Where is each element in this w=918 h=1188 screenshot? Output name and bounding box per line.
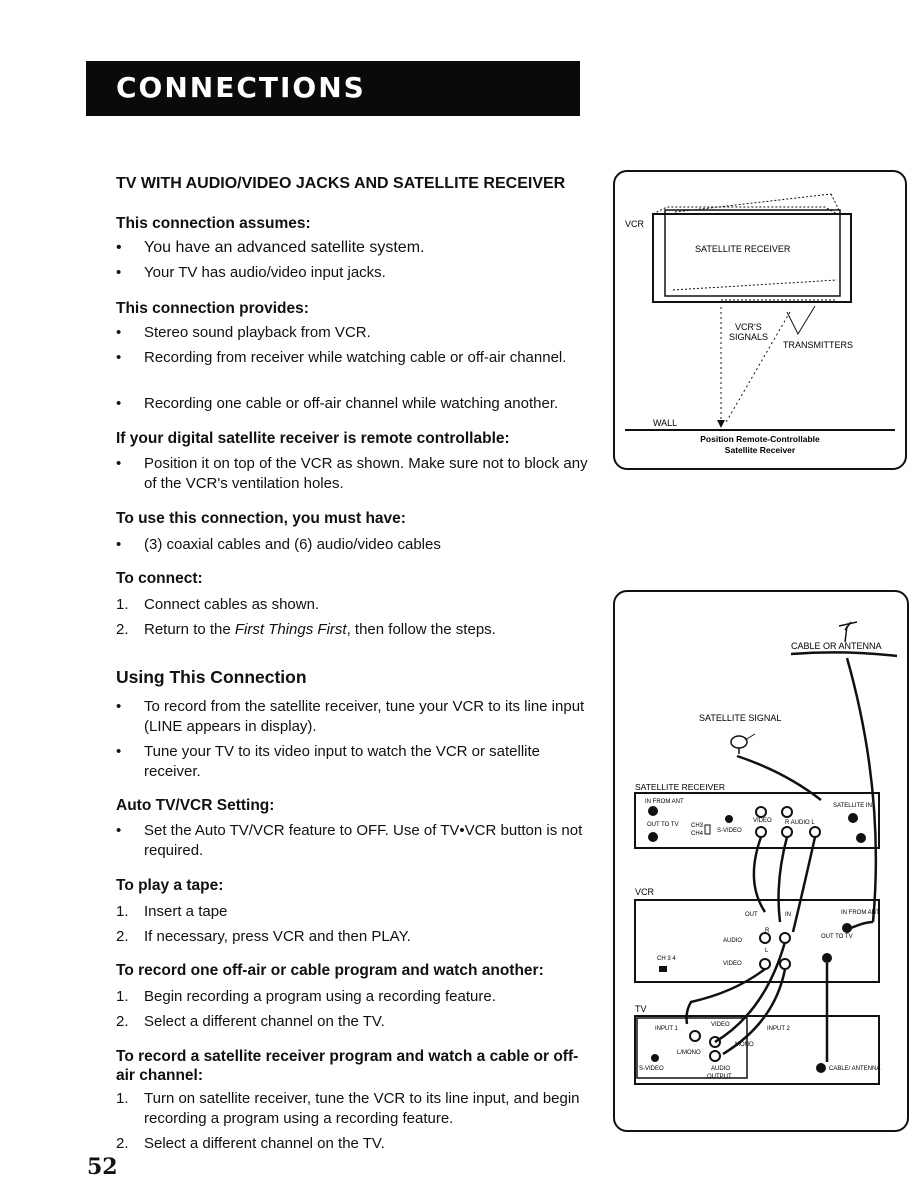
vcr-label: VCR	[625, 219, 645, 229]
svg-text:OUT: OUT	[745, 912, 758, 918]
svg-text:Position Remote-Controllable: Position Remote-Controllable	[700, 434, 820, 444]
using-heading: Using This Connection	[116, 667, 307, 687]
tv-label: TV	[635, 1004, 647, 1014]
svg-text:R: R	[765, 928, 770, 934]
svg-text:IN FROM ANT: IN FROM ANT	[645, 799, 684, 805]
connection-diagram: CABLE OR ANTENNA SATELLITE SIGNAL SATELL…	[613, 590, 909, 1132]
svg-text:SATELLITE IN: SATELLITE IN	[833, 803, 872, 809]
svg-text:OUT TO TV: OUT TO TV	[821, 934, 853, 940]
svg-text:CABLE/ ANTENNA: CABLE/ ANTENNA	[829, 1066, 880, 1072]
connect-heading: To connect:	[116, 570, 203, 587]
auto-heading: Auto TV/VCR Setting:	[116, 797, 275, 814]
svg-text:CH 3 4: CH 3 4	[657, 956, 676, 962]
record-sat-heading: To record a satellite receiver program a…	[116, 1048, 579, 1084]
svg-text:L/MONO: L/MONO	[677, 1050, 701, 1056]
section-banner: CONNECTIONS	[86, 61, 580, 116]
svg-text:CH4: CH4	[691, 831, 704, 837]
svg-text:IN FROM ANT: IN FROM ANT	[841, 910, 880, 916]
svg-text:AUDIO: AUDIO	[723, 938, 742, 944]
vcr-label: VCR	[635, 887, 655, 897]
record-offair-heading: To record one off-air or cable program a…	[116, 962, 544, 979]
svg-text:IN: IN	[785, 912, 791, 918]
svg-text:CH3: CH3	[691, 823, 704, 829]
svg-text:VIDEO: VIDEO	[753, 818, 772, 824]
assumes-heading: This connection assumes:	[116, 215, 311, 232]
section-title: CONNECTIONS	[116, 71, 366, 104]
svg-text:MONO: MONO	[735, 1042, 754, 1048]
svg-text:OUT TO TV: OUT TO TV	[647, 822, 679, 828]
wall-label: WALL	[653, 418, 677, 428]
svg-text:S-VIDEO: S-VIDEO	[717, 828, 742, 834]
page-number: 52	[87, 1154, 118, 1180]
svg-text:Satellite Receiver: Satellite Receiver	[725, 445, 796, 455]
receiver-position-diagram: VCR SATELLITE RECEIVER VCR'S SIGNALS TRA…	[613, 170, 907, 470]
signals-label: VCR'S SIGNALS	[729, 322, 768, 342]
must-have-heading: To use this connection, you must have:	[116, 510, 406, 527]
receiver-label: SATELLITE RECEIVER	[635, 782, 725, 792]
play-heading: To play a tape:	[116, 877, 224, 894]
receiver-label: SATELLITE RECEIVER	[695, 244, 791, 254]
vcr-outline	[652, 213, 852, 303]
svg-text:L: L	[765, 948, 769, 954]
svg-text:INPUT 1: INPUT 1	[655, 1026, 679, 1032]
svg-text:AUDIO: AUDIO	[711, 1066, 730, 1072]
remote-heading: If your digital satellite receiver is re…	[116, 430, 510, 447]
signal-label: SATELLITE SIGNAL	[699, 713, 781, 723]
svg-text:S-VIDEO: S-VIDEO	[639, 1066, 664, 1072]
svg-text:OUTPUT: OUTPUT	[707, 1074, 732, 1080]
satellite-dish-icon	[730, 733, 756, 754]
receiver-outline	[664, 209, 841, 297]
tv-back-panel	[634, 1015, 880, 1085]
provides-heading: This connection provides:	[116, 300, 309, 317]
svg-text:VIDEO: VIDEO	[723, 961, 742, 967]
svg-text:VIDEO: VIDEO	[711, 1022, 730, 1028]
antenna-icon	[838, 621, 858, 643]
transmitters-label: TRANSMITTERS	[783, 340, 853, 350]
antenna-label: CABLE OR ANTENNA	[791, 641, 882, 651]
vcr-back-panel	[634, 899, 880, 983]
svg-text:R AUDIO L: R AUDIO L	[785, 820, 815, 826]
main-heading: TV WITH AUDIO/VIDEO JACKS AND SATELLITE …	[116, 175, 566, 192]
svg-text:INPUT 2: INPUT 2	[767, 1026, 791, 1032]
